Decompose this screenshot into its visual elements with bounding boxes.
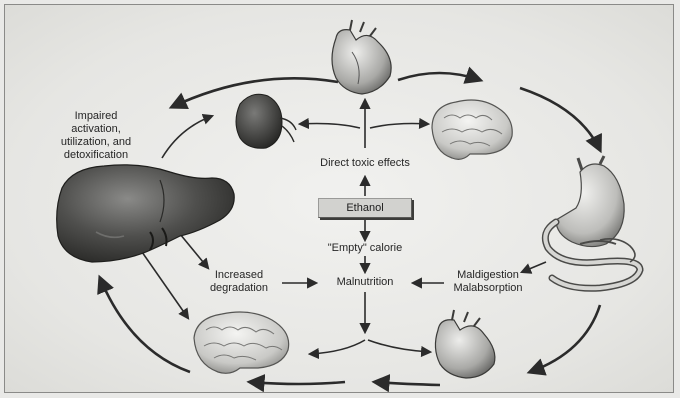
kidney-icon <box>236 94 296 148</box>
label-empty-calorie: "Empty" calorie <box>305 242 425 255</box>
label-impaired-line-3: utilization, and <box>30 136 162 149</box>
label-increased-degradation: Increased degradation <box>196 269 282 295</box>
arrow-liver-to-brain-bottom <box>142 252 188 318</box>
label-impaired-line-2: activation, <box>30 123 162 136</box>
arrow-toxic-to-brain <box>370 124 428 129</box>
arrow-to-heart-bottom <box>368 340 430 352</box>
label-ethanol: Ethanol <box>346 202 383 214</box>
heart-bottom-icon <box>435 310 494 378</box>
label-impaired-line-1: Impaired <box>30 110 162 123</box>
arrow-right-bottom <box>530 305 600 372</box>
brain-top-icon <box>432 100 512 159</box>
arrow-right-top <box>520 88 600 150</box>
label-direct-toxic-effects: Direct toxic effects <box>300 157 430 170</box>
arrow-toxic-to-kidney <box>300 124 360 129</box>
arrow-top-right <box>398 73 480 80</box>
label-malnutrition: Malnutrition <box>315 276 415 289</box>
label-malabsorption: Malabsorption <box>440 282 536 295</box>
label-impaired: Impaired activation, utilization, and de… <box>30 110 162 162</box>
label-maldigestion-malabsorption: Maldigestion Malabsorption <box>440 269 536 295</box>
arrow-bottom-right <box>375 382 440 385</box>
ethanol-box: Ethanol <box>318 198 412 218</box>
label-maldigestion: Maldigestion <box>440 269 536 282</box>
liver-icon <box>57 165 235 262</box>
arrow-bottom-left <box>250 382 345 384</box>
arrow-left-bottom <box>100 278 190 372</box>
label-increased: Increased <box>196 269 282 282</box>
label-degradation: degradation <box>196 282 282 295</box>
arrow-to-brain-bottom <box>310 340 365 354</box>
label-impaired-line-4: detoxification <box>30 149 162 162</box>
heart-top-icon <box>332 20 391 94</box>
arrow-liver-kidney <box>162 116 212 158</box>
brain-bottom-icon <box>194 312 289 373</box>
arrow-liver-to-degradation <box>180 234 208 268</box>
stomach-icon <box>545 156 640 288</box>
